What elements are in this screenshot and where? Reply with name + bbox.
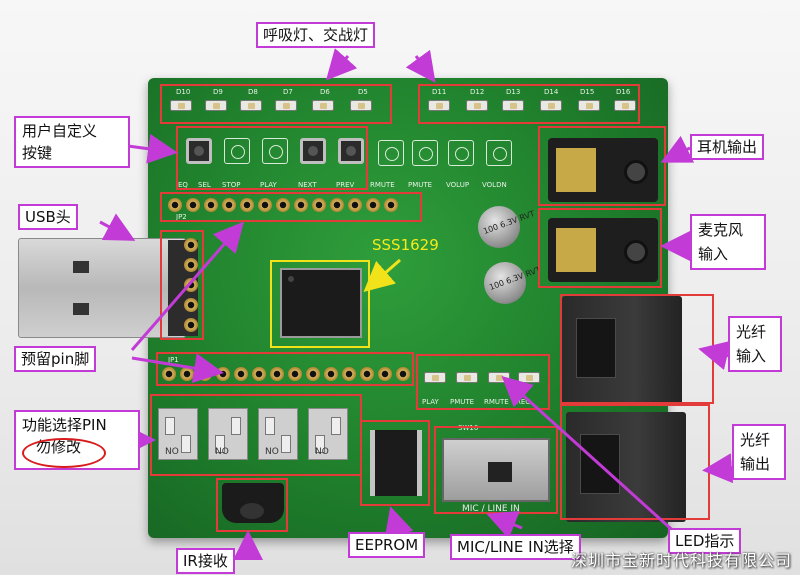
silk-label: SEL [198, 181, 211, 189]
optical-input-port [562, 296, 682, 406]
led [424, 372, 446, 383]
silk-label: PMUTE [408, 181, 433, 189]
silk-label: D13 [506, 88, 521, 96]
highlight-box-jp2 [160, 192, 422, 222]
watermark: 深圳市宝新时代科技有限公司 [570, 551, 792, 570]
label-usb-head: USB头 [18, 204, 78, 230]
silk-label: JP2 [176, 213, 187, 221]
silk-label: JP1 [168, 356, 179, 364]
mic-line-slide-switch[interactable]: MIC / LINE IN [442, 438, 550, 514]
dip-switch[interactable]: NO [258, 408, 298, 460]
silk-label: D6 [320, 88, 330, 96]
silk-label: RMUTE [370, 181, 395, 189]
label-optical-in: 光纤 输入 [728, 316, 782, 372]
silk-label: PLAY [422, 398, 439, 406]
highlight-box-jp1 [156, 352, 414, 386]
silk-label: D16 [616, 88, 631, 96]
label-reserved-pins: 预留pin脚 [14, 346, 97, 372]
led [240, 100, 262, 111]
label-custom-buttons: 用户自定义 按键 [14, 116, 130, 168]
push-button[interactable] [338, 138, 364, 164]
led [614, 100, 636, 111]
led [350, 100, 372, 111]
optical-output-port [566, 412, 686, 522]
silk-label: D11 [432, 88, 447, 96]
label-mic-line-switch: MIC/LINE IN选择 [450, 534, 581, 560]
silk-label: PREV [336, 181, 355, 189]
highlight-box-leds-right [418, 84, 640, 124]
led [502, 100, 524, 111]
silk-label: D8 [248, 88, 258, 96]
silk-label: VOLDN [482, 181, 507, 189]
led [205, 100, 227, 111]
push-button[interactable] [186, 138, 212, 164]
label-ir-receiver: IR接收 [176, 548, 235, 574]
capacitor [484, 262, 526, 304]
label-mic-in: 麦克风 输入 [690, 214, 766, 270]
silk-label: D15 [580, 88, 595, 96]
capacitor [478, 206, 520, 248]
silk-label: D5 [358, 88, 368, 96]
led [578, 100, 600, 111]
silk-label: D14 [544, 88, 559, 96]
label-breathing-led: 呼吸灯、交战灯 [256, 22, 376, 48]
led [170, 100, 192, 111]
button-footprint [224, 138, 250, 164]
mic-jack [548, 218, 658, 282]
silk-label: RMUTE [484, 398, 509, 406]
main-chip [280, 268, 362, 338]
highlight-box-leds-left [160, 84, 392, 124]
button-footprint [262, 138, 288, 164]
label-optical-out-text: 光纤 输出 [740, 431, 771, 473]
led [466, 100, 488, 111]
header-jp1 [162, 367, 410, 381]
label-chip-name: SSS1629 [372, 236, 439, 254]
label-custom-buttons-text: 用户自定义 按键 [22, 122, 98, 162]
highlight-box-usb [160, 230, 204, 340]
button-footprint [378, 140, 404, 166]
led [456, 372, 478, 383]
headphone-jack [548, 138, 658, 202]
highlight-box-chip [270, 260, 370, 348]
button-footprint [412, 140, 438, 166]
label-optical-out: 光纤 输出 [732, 424, 786, 480]
dip-switch[interactable]: NO [208, 408, 248, 460]
label-function-select-text: 功能选择PIN [22, 416, 107, 434]
eeprom-chip [370, 430, 422, 496]
silk-label: VOLUP [446, 181, 470, 189]
led [540, 100, 562, 111]
silk-label: EQ [178, 181, 188, 189]
highlight-box-headphone [538, 126, 666, 206]
label-headphone-out: 耳机输出 [690, 134, 765, 160]
label-led-indicator: LED指示 [668, 528, 742, 554]
led [428, 100, 450, 111]
silk-label: PMUTE [450, 398, 475, 406]
silk-label: NEXT [298, 181, 317, 189]
highlight-box-eeprom [360, 420, 430, 506]
silk-label: PLAY [260, 181, 277, 189]
ir-receiver [222, 483, 284, 523]
silk-label: D10 [176, 88, 191, 96]
label-optical-in-text: 光纤 输入 [736, 323, 767, 365]
label-eeprom: EEPROM [348, 532, 426, 558]
header-jp2 [168, 198, 398, 212]
silk-label: SW10 [458, 424, 479, 432]
button-footprint [448, 140, 474, 166]
silk-label: D12 [470, 88, 485, 96]
silk-label: STOP [222, 181, 241, 189]
button-footprint [486, 140, 512, 166]
led [312, 100, 334, 111]
silk-label: D7 [283, 88, 293, 96]
dip-switch[interactable]: NO [308, 408, 348, 460]
push-button[interactable] [300, 138, 326, 164]
label-mic-in-text: 麦克风 输入 [698, 221, 744, 263]
silk-label: D9 [213, 88, 223, 96]
dip-switch[interactable]: NO [158, 408, 198, 460]
led [275, 100, 297, 111]
highlight-box-led-indicator [416, 354, 550, 410]
oval-highlight [22, 438, 106, 468]
